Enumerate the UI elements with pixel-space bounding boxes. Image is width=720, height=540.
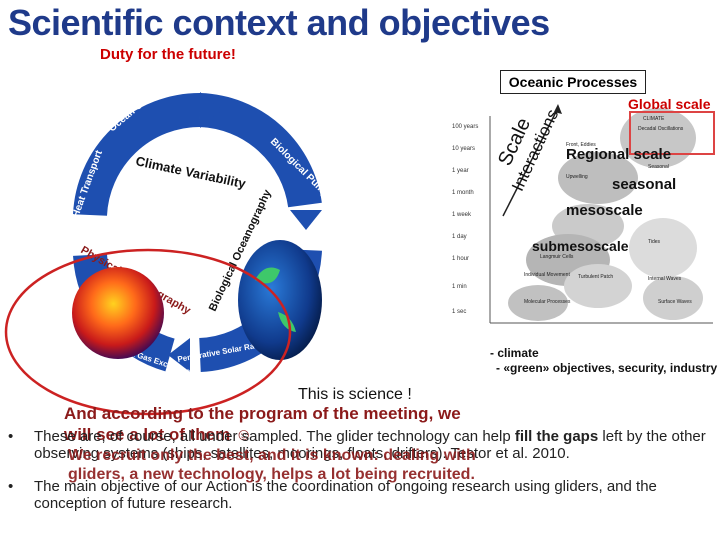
bullet-item: • These are, of course, all under sample…	[8, 428, 720, 462]
time-tick-1sec: 1 sec	[452, 309, 466, 315]
time-tick-100y: 100 years	[452, 124, 478, 130]
science-caption: This is science !	[298, 386, 412, 403]
bullet-1-text: These are, of course, all under sampled.…	[34, 428, 515, 445]
time-tick-1y: 1 year	[452, 168, 469, 174]
submesoscale-label: submesoscale	[532, 238, 629, 254]
blob-molecular	[508, 285, 568, 321]
regional-scale-label: Regional scale	[566, 146, 672, 163]
arrow-head-right	[290, 210, 322, 230]
phen-climate: CLIMATE	[643, 116, 665, 122]
time-tick-1w: 1 week	[452, 212, 472, 218]
global-scale-box	[629, 111, 715, 155]
objectives-notes: - climate - «green» objectives, security…	[490, 346, 718, 376]
phen-surface-waves: Surface Waves	[658, 299, 692, 305]
phen-tides: Tides	[648, 239, 661, 245]
time-tick-1h: 1 hour	[452, 256, 469, 262]
time-tick-1m: 1 month	[452, 190, 474, 196]
time-tick-1min: 1 min	[452, 284, 467, 290]
sst-globe-image	[72, 267, 164, 359]
oceanic-processes-label: Oceanic Processes	[500, 70, 646, 94]
time-tick-1d: 1 day	[452, 234, 467, 240]
time-tick-10y: 10 years	[452, 146, 475, 152]
bullet-2-text: The main objective of our Action is the …	[34, 478, 657, 512]
phen-upwelling: Upwelling	[566, 174, 588, 180]
bullet-dot: •	[8, 428, 14, 445]
recruit-overlay: We recruit only the best, and it is know…	[68, 447, 476, 483]
fill-gaps-emphasis: fill the gaps	[514, 428, 599, 445]
cycle-arc-top-left	[73, 92, 201, 217]
blob-fronts	[558, 152, 638, 204]
page-subtitle: Duty for the future!	[100, 46, 236, 63]
meeting-statement: And according to the program of the meet…	[64, 404, 461, 444]
phen-decadal: Decadal Oscillations	[638, 126, 684, 132]
bullet-list: • These are, of course, all under sample…	[8, 428, 720, 512]
global-scale-label: Global scale	[628, 96, 711, 112]
phen-turbulent: Turbulent Patch	[578, 274, 613, 280]
cycle-arc-top-right	[198, 93, 322, 208]
phen-langmuir: Langmuir Cells	[540, 254, 574, 260]
continents-shape	[255, 267, 296, 332]
phen-individual: Individual Movement	[524, 272, 570, 278]
phen-internal-waves: Internal Waves	[648, 276, 682, 282]
seasonal-label: seasonal	[612, 176, 677, 193]
note-green: - «green» objectives, security, industry	[496, 361, 718, 375]
blob-turbulent	[564, 264, 632, 308]
arrow-head-top	[200, 92, 222, 128]
phen-molecular: Molecular Processes	[524, 299, 571, 305]
arrow-head-bottom	[168, 338, 190, 372]
phen-seasonal: Seasonal	[648, 164, 669, 170]
climate-cycle-diagram: Climate Variability Ocean Circulation He…	[70, 80, 331, 376]
mesoscale-label: mesoscale	[566, 202, 643, 219]
blob-waves	[643, 276, 703, 320]
highlight-ellipse	[4, 248, 292, 416]
climate-variability-label: Climate Variability	[134, 153, 247, 191]
page-title: Scientific context and objectives	[8, 2, 550, 43]
scale-diagram: 100 years 10 years 1 year 1 month 1 week…	[448, 98, 720, 348]
bullet-item: • The main objective of our Action is th…	[8, 478, 720, 512]
bullet-1-text-rest: left by the other observing systems (shi…	[34, 428, 706, 462]
blob-tides	[629, 218, 697, 278]
phen-fronts: Front, Eddies	[566, 142, 596, 148]
note-climate: - climate	[490, 346, 539, 360]
bullet-dot: •	[8, 478, 14, 495]
scale-arrow	[502, 107, 559, 217]
